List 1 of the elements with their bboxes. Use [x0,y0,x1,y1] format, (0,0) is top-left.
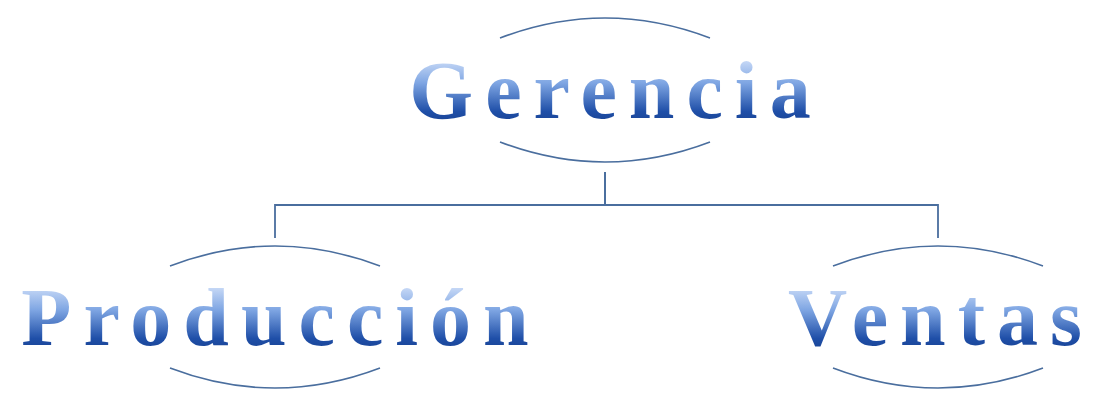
connector-line [604,171,939,239]
